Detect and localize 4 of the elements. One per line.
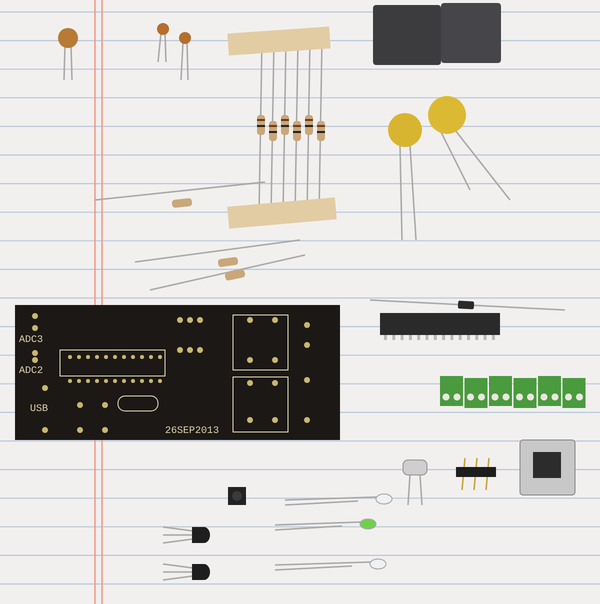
- silkscreen-label: ADC2: [19, 367, 44, 377]
- silkscreen-label: 26SEP2013: [165, 427, 220, 437]
- silkscreen-label: USB: [30, 405, 48, 415]
- silkscreen-label: ADC3: [19, 336, 44, 346]
